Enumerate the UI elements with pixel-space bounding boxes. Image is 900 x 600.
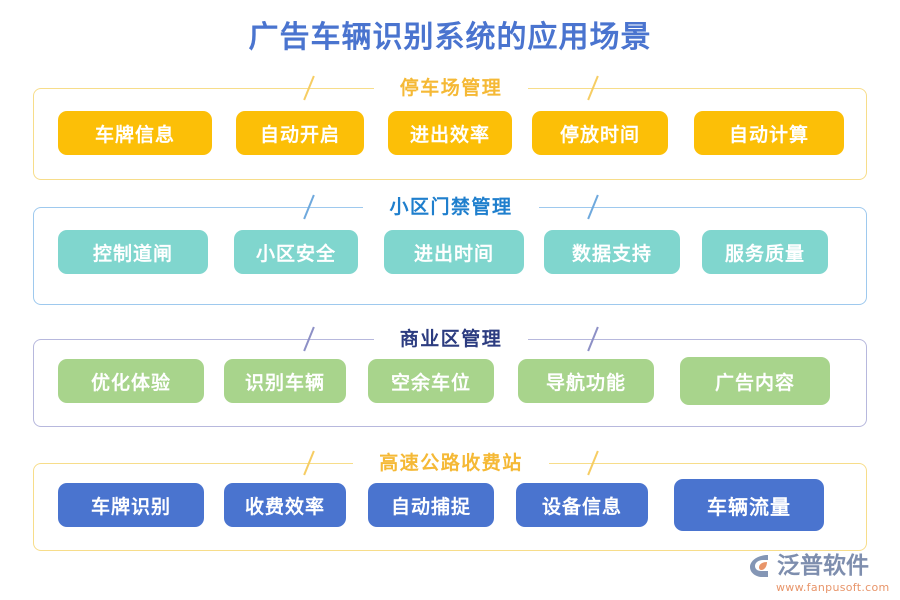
section-header-label: 小区门禁管理 [363, 192, 539, 222]
pill-row: 车牌信息 自动开启 进出效率 停放时间 自动计算 [34, 108, 868, 158]
pill-item[interactable]: 自动捕捉 [368, 483, 494, 527]
pill-item[interactable]: 车牌识别 [58, 483, 204, 527]
slash-right-decoration [586, 194, 600, 220]
brand-logo: 泛普软件 www.fanpusoft.com [748, 552, 890, 594]
pill-item[interactable]: 进出效率 [388, 111, 512, 155]
pill-row: 控制道闸 小区安全 进出时间 数据支持 服务质量 [34, 227, 868, 277]
pill-item[interactable]: 控制道闸 [58, 230, 208, 274]
section-community-access-management: 小区门禁管理 控制道闸 小区安全 进出时间 数据支持 服务质量 [33, 192, 868, 305]
section-header-label: 商业区管理 [373, 324, 529, 354]
pill-item[interactable]: 服务质量 [702, 230, 828, 274]
slash-right-decoration [586, 326, 600, 352]
fanpu-logo-mark-icon [748, 553, 774, 579]
section-highway-toll-station: 高速公路收费站 车牌识别 收费效率 自动捕捉 设备信息 车辆流量 [33, 448, 868, 551]
pill-row: 优化体验 识别车辆 空余车位 导航功能 广告内容 [34, 356, 868, 406]
section-header: 商业区管理 [34, 324, 868, 354]
section-header: 小区门禁管理 [34, 192, 868, 222]
logo-url: www.fanpusoft.com [776, 581, 890, 594]
pill-item[interactable]: 广告内容 [680, 357, 830, 405]
pill-item[interactable]: 设备信息 [516, 483, 648, 527]
pill-item[interactable]: 自动计算 [694, 111, 844, 155]
slash-left-decoration [302, 194, 316, 220]
pill-item[interactable]: 车牌信息 [58, 111, 212, 155]
pill-row: 车牌识别 收费效率 自动捕捉 设备信息 车辆流量 [34, 479, 868, 531]
section-header-label: 停车场管理 [373, 73, 529, 103]
section-parking-management: 停车场管理 车牌信息 自动开启 进出效率 停放时间 自动计算 [33, 73, 868, 180]
slash-right-decoration [586, 75, 600, 101]
pill-item[interactable]: 车辆流量 [674, 479, 824, 531]
logo-row: 泛普软件 [748, 552, 880, 580]
section-header: 停车场管理 [34, 73, 868, 103]
slash-left-decoration [302, 326, 316, 352]
slash-left-decoration [302, 450, 316, 476]
logo-name: 泛普软件 [777, 553, 869, 579]
pill-item[interactable]: 优化体验 [58, 359, 204, 403]
slash-right-decoration [586, 450, 600, 476]
pill-item[interactable]: 进出时间 [384, 230, 524, 274]
pill-item[interactable]: 自动开启 [236, 111, 364, 155]
section-header: 高速公路收费站 [34, 448, 868, 478]
pill-item[interactable]: 收费效率 [224, 483, 346, 527]
section-commercial-area-management: 商业区管理 优化体验 识别车辆 空余车位 导航功能 广告内容 [33, 324, 868, 427]
pill-item[interactable]: 识别车辆 [224, 359, 346, 403]
pill-item[interactable]: 小区安全 [234, 230, 358, 274]
section-header-label: 高速公路收费站 [353, 448, 549, 478]
pill-item[interactable]: 数据支持 [544, 230, 680, 274]
page-title: 广告车辆识别系统的应用场景 [248, 20, 652, 55]
pill-item[interactable]: 导航功能 [518, 359, 654, 403]
pill-item[interactable]: 空余车位 [368, 359, 494, 403]
pill-item[interactable]: 停放时间 [532, 111, 668, 155]
slash-left-decoration [302, 75, 316, 101]
